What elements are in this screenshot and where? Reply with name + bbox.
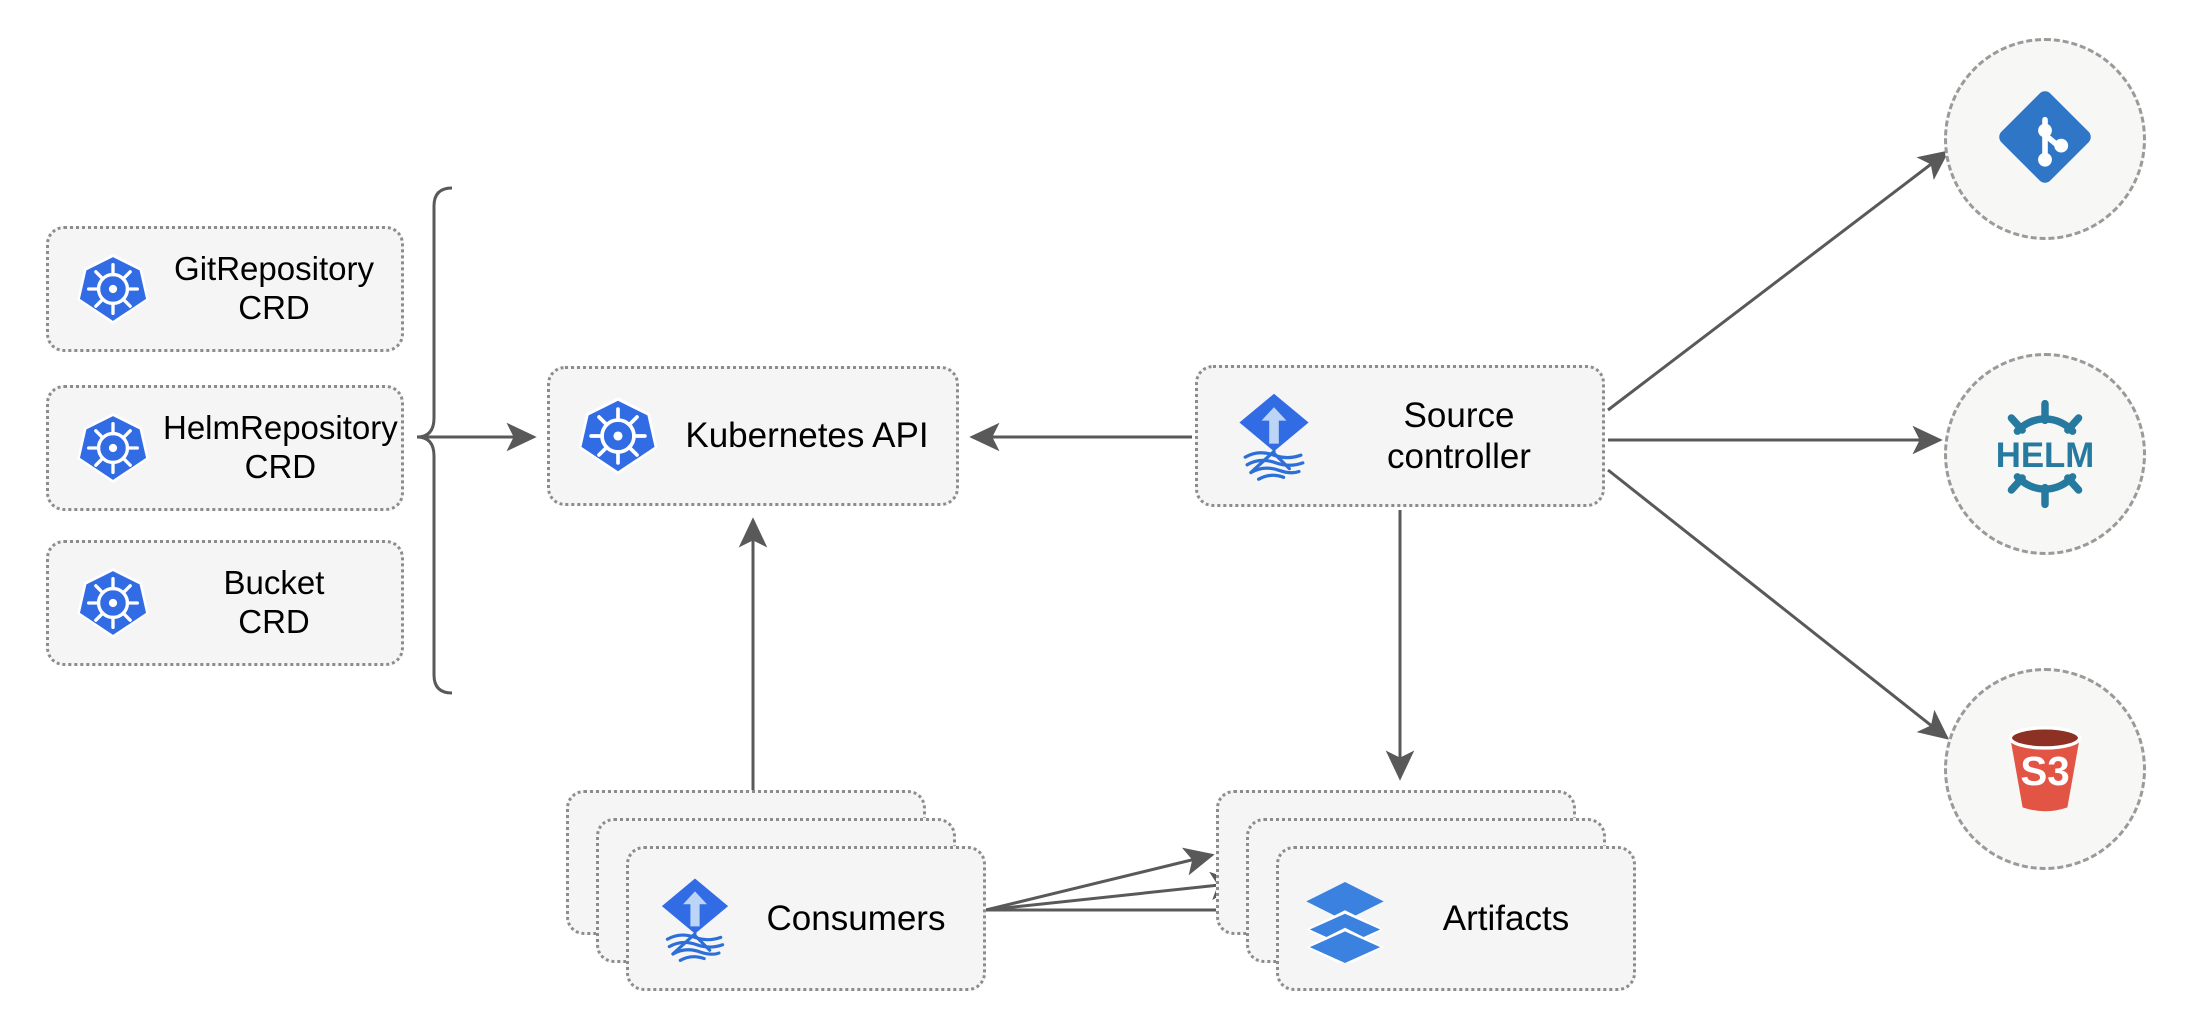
layers-icon — [1293, 875, 1397, 963]
artifacts-sheet-front[interactable]: Artifacts — [1276, 846, 1636, 991]
git-icon — [1991, 83, 2099, 196]
crd-box-helmrepository[interactable]: HelmRepository CRD — [46, 385, 404, 511]
flux-icon — [1216, 388, 1332, 484]
crd-label: GitRepository CRD — [174, 250, 374, 326]
s3-wordmark: S3 — [2020, 747, 2069, 793]
helm-icon: HELM — [1985, 394, 2105, 514]
flux-icon — [643, 873, 747, 965]
node-source-controller[interactable]: Source controller — [1195, 365, 1605, 507]
node-label: Artifacts — [1442, 898, 1570, 938]
s3-bucket-icon: S3 — [1989, 711, 2101, 828]
source-circle-s3[interactable]: S3 — [1944, 668, 2146, 870]
node-artifacts[interactable]: Artifacts — [1216, 790, 1636, 991]
kubernetes-icon — [63, 251, 163, 327]
crd-box-bucket[interactable]: Bucket CRD — [46, 540, 404, 666]
kubernetes-icon — [564, 394, 672, 478]
node-kubernetes-api[interactable]: Kubernetes API — [547, 366, 959, 506]
node-label: Kubernetes API — [685, 416, 929, 456]
edge-source-controller-to-git — [1607, 150, 1950, 412]
node-consumers[interactable]: Consumers — [566, 790, 986, 991]
crd-label: HelmRepository CRD — [163, 409, 398, 485]
crd-label: Bucket CRD — [223, 564, 325, 640]
node-label: Source controller — [1387, 395, 1531, 476]
node-label: Consumers — [766, 898, 946, 938]
kubernetes-icon — [63, 410, 163, 486]
consumers-sheet-front[interactable]: Consumers — [626, 846, 986, 991]
helm-wordmark: HELM — [1996, 436, 2095, 475]
edge-consumers-to-artifacts-2 — [985, 871, 1241, 912]
kubernetes-icon — [63, 565, 163, 641]
source-circle-helm[interactable]: HELM — [1944, 353, 2146, 555]
crd-group-bracket — [416, 186, 453, 695]
source-circle-git[interactable] — [1944, 38, 2146, 240]
edge-source-controller-to-s3 — [1607, 468, 1950, 740]
edge-consumers-to-artifacts-1 — [985, 847, 1215, 912]
crd-box-gitrepository[interactable]: GitRepository CRD — [46, 226, 404, 352]
